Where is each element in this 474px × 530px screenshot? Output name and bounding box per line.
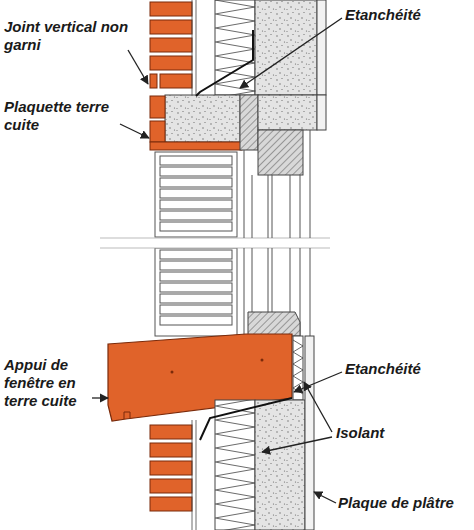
callout-label: Isolant <box>336 424 456 442</box>
callout-label: Etanchéité <box>345 360 465 378</box>
callout-label: Etanchéité <box>345 6 465 24</box>
callout-label: Joint vertical non garni <box>4 18 134 54</box>
callout-label: Plaquette terre cuite <box>4 98 116 134</box>
callout-label: Plaque de plâtre <box>338 494 468 512</box>
callout-label: Appui de fenêtre en terre cuite <box>4 356 92 410</box>
